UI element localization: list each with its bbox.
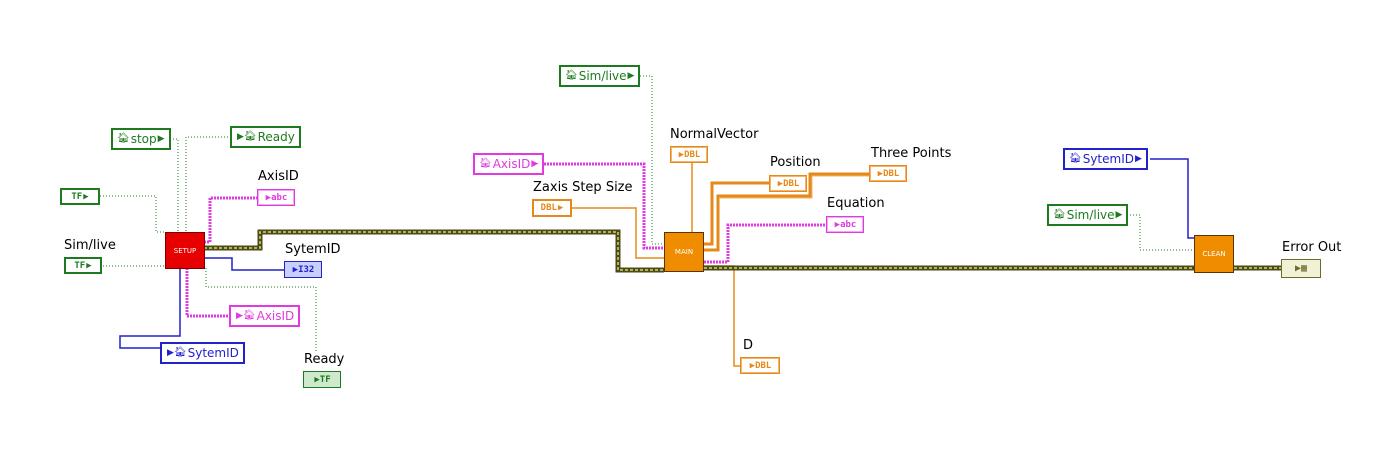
axis-id-indicator-text: abc [271, 192, 288, 203]
local-variable-icon: 🏠︎ [565, 70, 578, 81]
setup-subvi[interactable]: SETUP [165, 232, 205, 269]
sytem-id-local-variable-read[interactable]: 🏠︎ SytemID▶ [1063, 148, 1148, 170]
zaxis-step-size-control-text: DBL [540, 203, 557, 213]
equation-indicator: ▶abc [826, 216, 864, 233]
ready-local-variable[interactable]: ▶🏠︎ Ready [230, 126, 301, 148]
local-variable-icon: 🏠︎ [1069, 153, 1082, 164]
d-indicator: ▶DBL [740, 357, 780, 374]
arrow-icon: ▶ [157, 134, 165, 144]
axis-id-local-variable-write[interactable]: ▶🏠︎ AxisID [229, 305, 301, 327]
arrow-icon: ▶ [237, 132, 244, 142]
sytem-id-label: SytemID [285, 242, 341, 257]
arrow-icon: ▶ [627, 71, 635, 81]
error-out-indicator: ▶▦ [1281, 259, 1321, 278]
arrow-icon: ▶ [292, 264, 299, 275]
zaxis-step-size-label: Zaxis Step Size [533, 180, 633, 195]
sim-live-label: Sim/live [64, 238, 116, 253]
normal-vector-indicator-text: DBL [684, 149, 701, 160]
tf-control-1-text: TF [71, 191, 83, 202]
arrow-icon: ▶ [834, 219, 841, 230]
axis-id-local-write-label: AxisID [256, 309, 295, 323]
arrow-icon: ▶ [167, 348, 174, 358]
ready-indicator: ▶TF [303, 371, 341, 388]
sim-live-local-clean-label: Sim/live [1066, 208, 1115, 222]
local-variable-icon: 🏠︎ [242, 310, 256, 321]
axis-id-local-read-label: AxisID [492, 157, 531, 171]
sim-live-local-main-label: Sim/live [578, 69, 627, 83]
sim-live-local-variable-clean[interactable]: 🏠︎ Sim/live▶ [1047, 204, 1129, 226]
position-indicator-text: DBL [783, 178, 800, 189]
three-points-indicator-text: DBL [883, 168, 900, 179]
error-out-label: Error Out [1282, 240, 1342, 255]
setup-subvi-label: SETUP [173, 246, 197, 255]
local-variable-icon: 🏠︎ [117, 133, 130, 144]
ready-local-label: Ready [257, 130, 295, 144]
arrow-icon: ▶ [877, 168, 884, 179]
d-indicator-text: DBL [755, 360, 772, 371]
ready-label: Ready [304, 352, 345, 367]
arrow-icon: ▶ [557, 203, 564, 213]
main-subvi[interactable]: MAIN [664, 232, 704, 272]
normal-vector-label: NormalVector [670, 127, 759, 142]
zaxis-step-size-control[interactable]: DBL▶ [532, 199, 572, 217]
normal-vector-indicator: ▶DBL [670, 146, 708, 163]
arrow-icon: ▶ [86, 260, 92, 271]
equation-label: Equation [827, 196, 885, 211]
sytem-id-indicator-text: I32 [298, 264, 315, 275]
local-variable-icon: 🏠︎ [243, 131, 257, 142]
local-variable-icon: 🏠︎ [1053, 209, 1066, 220]
three-points-indicator: ▶DBL [869, 165, 907, 182]
three-points-label: Three Points [871, 146, 952, 161]
sytem-id-indicator: ▶I32 [284, 261, 322, 278]
sim-live-local-variable-main[interactable]: 🏠︎ Sim/live▶ [559, 65, 641, 87]
sytem-id-local-write-label: SytemID [187, 346, 239, 360]
position-indicator: ▶DBL [769, 175, 807, 192]
clean-subvi[interactable]: CLEAN [1194, 235, 1234, 273]
ready-indicator-text: TF [319, 374, 331, 385]
stop-local-label: stop [130, 132, 157, 146]
d-label: D [743, 338, 754, 353]
arrow-icon: ▶ [749, 360, 756, 371]
equation-indicator-text: abc [840, 219, 857, 230]
error-cluster-icon: ▶▦ [1294, 262, 1308, 274]
arrow-icon: ▶ [678, 149, 685, 160]
arrow-icon: ▶ [1115, 210, 1123, 220]
axis-id-label: AxisID [258, 169, 299, 184]
arrow-icon: ▶ [777, 178, 784, 189]
sytem-id-local-variable-write[interactable]: ▶🏠︎ SytemID [160, 342, 245, 364]
sim-live-control-text: TF [74, 260, 86, 271]
main-subvi-label: MAIN [674, 248, 694, 256]
tf-control-1[interactable]: TF▶ [60, 188, 100, 205]
position-label: Position [770, 155, 821, 170]
sim-live-control[interactable]: TF▶ [64, 257, 102, 274]
sytem-id-local-read-label: SytemID [1082, 152, 1134, 166]
arrow-icon: ▶ [314, 374, 320, 385]
arrow-icon: ▶ [531, 159, 539, 169]
arrow-icon: ▶ [1134, 154, 1142, 164]
local-variable-icon: 🏠︎ [479, 158, 492, 169]
arrow-icon: ▶ [265, 192, 272, 203]
axis-id-local-variable-read[interactable]: 🏠︎ AxisID▶ [473, 153, 545, 175]
arrow-icon: ▶ [83, 191, 89, 202]
local-variable-icon: 🏠︎ [173, 347, 187, 358]
clean-subvi-label: CLEAN [1202, 250, 1226, 258]
axis-id-indicator: ▶abc [257, 189, 295, 206]
arrow-icon: ▶ [236, 311, 243, 321]
stop-local-variable[interactable]: 🏠︎ stop▶ [111, 128, 171, 150]
